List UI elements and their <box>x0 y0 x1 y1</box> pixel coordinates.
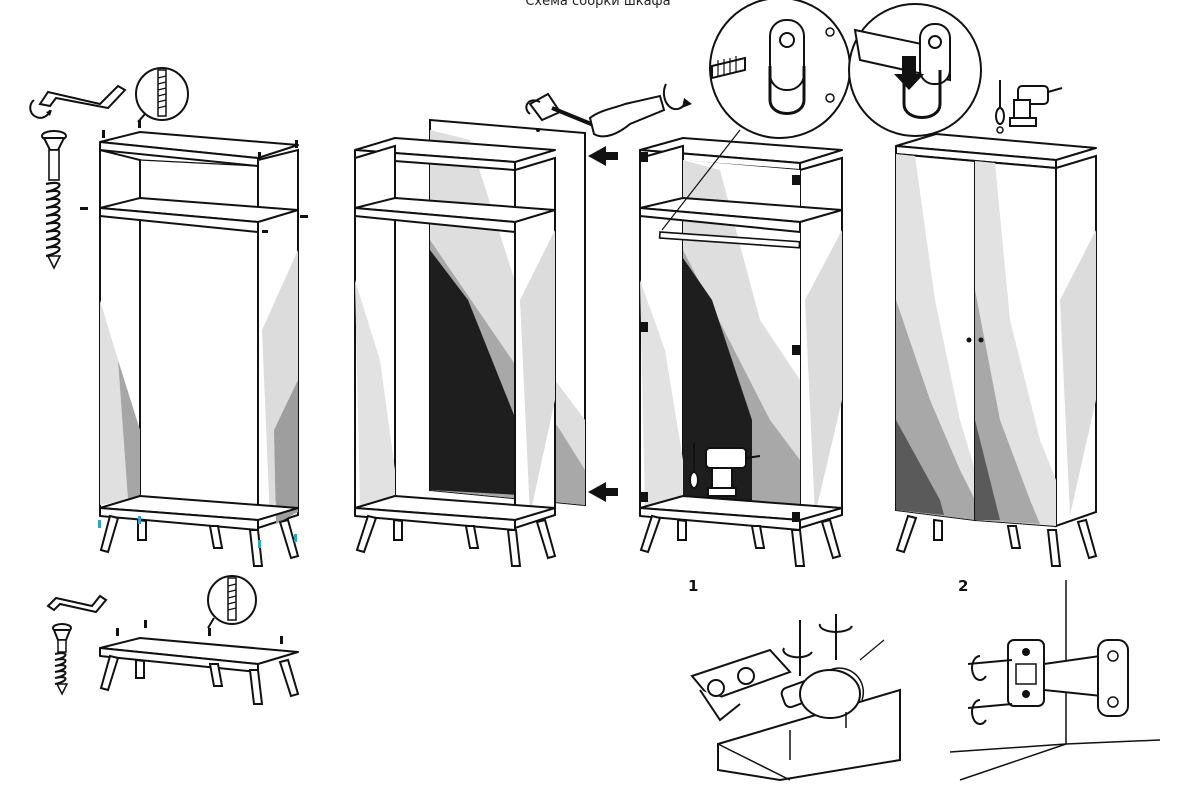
base-screw-icon <box>52 623 72 696</box>
arrow-icon <box>894 56 924 90</box>
cabinet-back-panel <box>354 118 618 567</box>
base-assembly <box>99 620 300 705</box>
allen-key-icon <box>29 84 127 119</box>
hinge-detail-1 <box>690 614 901 782</box>
screwdriver-icon <box>689 442 699 489</box>
diagram-title: Схема сборки шкафа <box>525 0 671 9</box>
cabinet-frame <box>80 120 308 567</box>
step-label-1: 1 <box>688 577 699 595</box>
base-allen-key-icon <box>46 594 108 614</box>
rail-detail-magnifier-2 <box>848 3 982 137</box>
cabinet-door-hanging <box>639 137 843 567</box>
hinge-detail-2 <box>949 580 1161 781</box>
cabinet-doors-closed <box>895 133 1098 567</box>
screwdriver-drill-icons <box>995 80 1063 134</box>
hammer-icon <box>525 92 666 138</box>
step-label-2: 2 <box>958 577 969 595</box>
magnifier-icon <box>135 67 189 123</box>
confirmat-screw-icon <box>41 130 67 270</box>
base-magnifier-icon <box>207 575 257 629</box>
drill-icon <box>705 447 761 497</box>
rail-detail-magnifier <box>661 0 851 231</box>
